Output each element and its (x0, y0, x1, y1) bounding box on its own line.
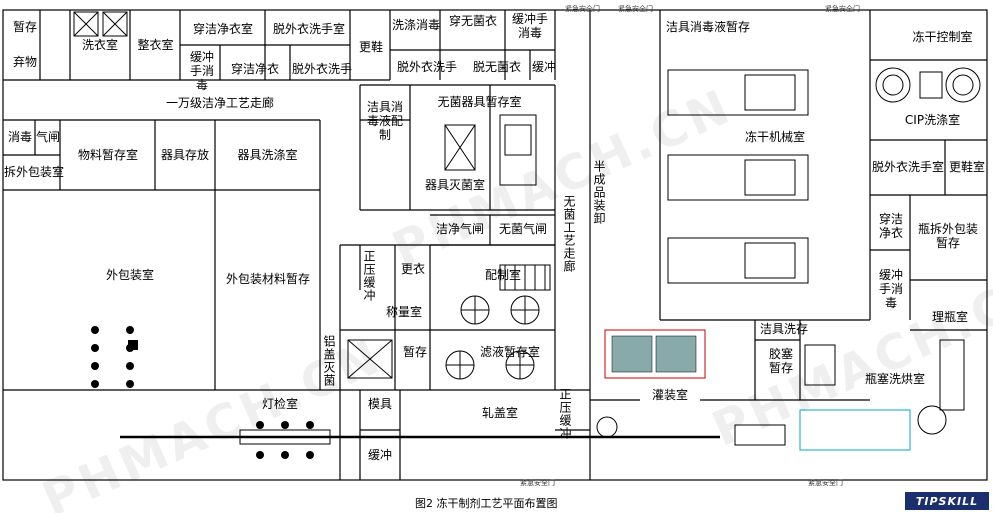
room-sterile-tool-store: 无菌器具暂存室 (437, 95, 522, 109)
room-capping: 轧盖室 (481, 406, 518, 420)
room-prep: 配制室 (484, 268, 521, 282)
room-temp-store: 暂存 (12, 20, 37, 34)
emergency-door-label: 紧急安全门 (520, 479, 555, 487)
room-wear-sterile: 穿无菌衣 (448, 14, 497, 28)
room-wear-clean-right: 穿洁净衣 (878, 212, 903, 240)
room-stopper-store: 胶塞暂存 (768, 347, 793, 375)
room-store2: 暂存 (402, 345, 427, 359)
room-positive-buffer: 正压缓冲 (362, 250, 376, 302)
logo: TIPSKILL (905, 492, 989, 510)
room-buffer-top: 缓冲 (532, 60, 557, 74)
room-material-store: 物料暂存室 (77, 148, 138, 162)
room-undress-wash3: 脱外衣洗手 (396, 60, 457, 74)
emergency-door-label: 紧急安全门 (565, 5, 600, 13)
room-positive-buffer2: 正压缓冲 (558, 388, 572, 440)
room-wear-clean2: 穿洁净衣 (230, 62, 279, 76)
room-lyo-control: 冻干控制室 (912, 30, 973, 44)
room-wear-clean: 穿洁净衣室 (192, 22, 253, 36)
room-wash-disinfect: 洗涤消毒 (392, 18, 441, 32)
room-airlock: 气闸 (36, 130, 61, 144)
room-lyo-machine: 冻干机械室 (744, 130, 805, 144)
room-change-shoes: 更鞋室 (948, 160, 985, 174)
room-undress-wash: 脱外衣洗手室 (272, 22, 345, 36)
room-dressing: 整衣室 (137, 38, 174, 52)
room-sterile-airlock: 无菌气闸 (498, 222, 547, 236)
room-outer-pack: 外包装室 (105, 268, 154, 282)
room-buffer-right: 缓冲手消毒 (878, 268, 903, 310)
room-tool-disinfect: 洁具消毒液配制 (366, 100, 403, 142)
room-laundry: 洗衣室 (81, 38, 118, 52)
room-weighing: 称量室 (385, 305, 422, 319)
room-filling: 灌装室 (651, 388, 688, 402)
figure-caption: 图2 冻干制剂工艺平面布置图 (415, 497, 558, 510)
room-undress-wash2: 脱外衣洗手 (292, 62, 353, 76)
room-tool-wash-store: 洁具洗存 (759, 322, 808, 336)
room-cip-wash: CIP洗涤室 (904, 113, 961, 127)
emergency-door-label: 紧急安全门 (618, 5, 653, 13)
room-bottle-unpack: 瓶拆外包装暂存 (918, 222, 979, 250)
room-waste: 弃物 (12, 55, 37, 69)
room-sterile-corridor: 无菌工艺走廊 (562, 195, 576, 273)
room-tool-wash: 器具洗涤室 (237, 148, 298, 162)
emergency-door-label: 紧急安全门 (825, 5, 860, 13)
room-outer-material: 外包装材料暂存 (225, 272, 310, 286)
room-undress-sterile: 脱无菌衣 (472, 60, 521, 74)
room-change: 更鞋 (358, 40, 383, 54)
room-buffer-hand: 缓冲手消毒 (511, 12, 548, 40)
room-undress-wash-right: 脱外衣洗手室 (872, 160, 945, 174)
room-mould: 模具 (367, 397, 392, 411)
room-bottle-sort: 理瓶室 (931, 310, 968, 324)
room-change-clothes: 更衣 (400, 262, 425, 276)
corridor-label: 一万级洁净工艺走廊 (165, 96, 274, 110)
room-buffer-bottom: 缓冲 (367, 448, 392, 462)
room-clean-tools-store: 洁具消毒液暂存 (665, 20, 750, 34)
room-disinfect: 消毒 (7, 130, 32, 144)
room-filtrate: 滤液暂存室 (479, 345, 540, 359)
room-clean-airlock: 洁净气闸 (435, 222, 484, 236)
emergency-door-label: 紧急安全门 (808, 479, 843, 487)
room-tool-store: 器具存放 (160, 148, 209, 162)
room-buffer-disinfect: 缓冲手消毒 (189, 50, 214, 92)
room-semi-product: 半成品装卸 (592, 160, 606, 225)
room-lamp-inspect: 灯检室 (261, 397, 298, 411)
room-bottle-wash: 瓶塞洗烘室 (864, 372, 925, 386)
room-aluminum-cap: 铝盖灭菌 (322, 335, 336, 387)
room-unpack: 拆外包装室 (4, 165, 65, 179)
room-tool-sterilize: 器具灭菌室 (424, 178, 485, 192)
